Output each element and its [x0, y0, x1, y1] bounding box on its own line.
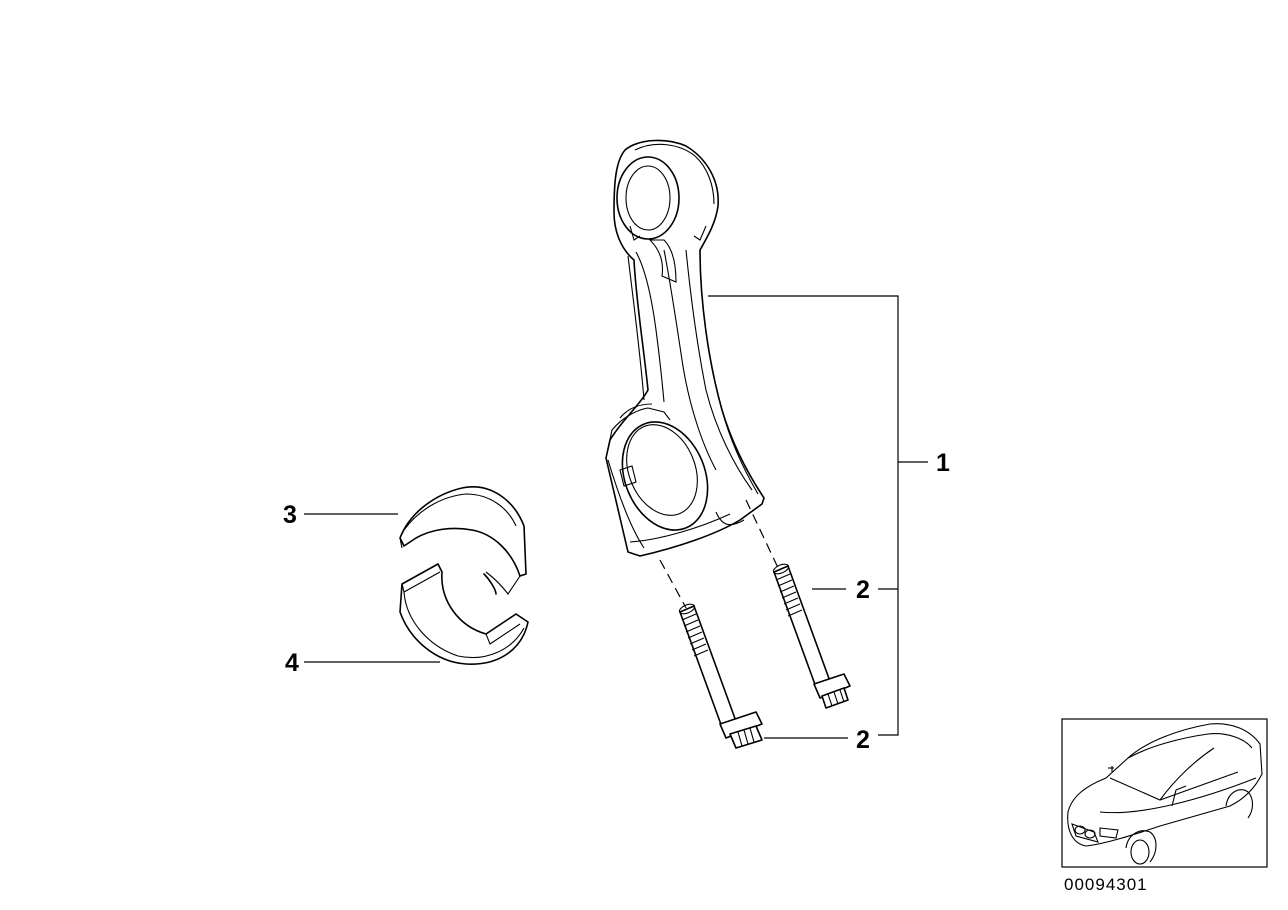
diagram-code: 00094301: [1064, 875, 1148, 894]
con-rod-bolt-icon-right[interactable]: [745, 499, 851, 709]
car-silhouette-icon: [1067, 723, 1263, 865]
callout-4: 4: [285, 649, 299, 677]
callout-2-lower: 2: [856, 726, 870, 754]
leader-lines: [304, 295, 928, 739]
connecting-rod-icon[interactable]: [605, 139, 765, 557]
callout-1: 1: [936, 449, 950, 477]
callout-3: 3: [283, 501, 297, 529]
callout-2-upper: 2: [856, 576, 870, 604]
lower-bearing-shell-icon[interactable]: [399, 563, 529, 665]
upper-bearing-shell-icon[interactable]: [399, 486, 527, 595]
con-rod-bolt-icon-left[interactable]: [659, 559, 763, 749]
vehicle-thumbnail: [1061, 718, 1268, 868]
